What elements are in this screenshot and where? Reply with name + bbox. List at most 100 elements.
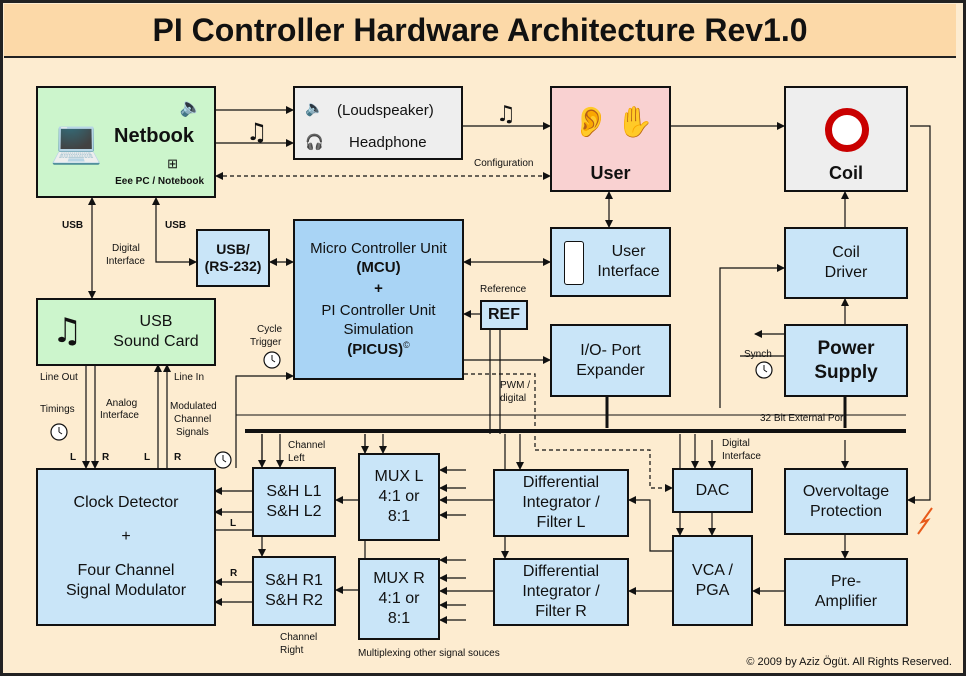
clock-detector-line3: Signal Modulator [65, 582, 187, 599]
r-label-1: R [102, 452, 110, 463]
diff-left-block: Differential Integrator / Filter L [493, 469, 629, 537]
coil-driver-line1: Coil [832, 244, 860, 261]
diff-right-line2: Integrator / [522, 583, 600, 600]
vca-line2: PGA [695, 581, 730, 599]
clock-detector-line1: Clock Detector [73, 494, 179, 511]
sh-right-block: S&H R1 S&H R2 [252, 556, 336, 626]
sh-left-line1: S&H L1 [266, 483, 322, 500]
timings-label: Timings [40, 404, 75, 415]
coil-block: Coil [784, 86, 908, 192]
preamp-line2: Amplifier [814, 593, 878, 610]
digital-interface-bus-label-1: Digital [722, 438, 750, 449]
multiplexing-label: Multiplexing other signal souces [358, 648, 500, 659]
overvoltage-block: Overvoltage Protection [784, 468, 908, 535]
mcu-line1: Micro Controller Unit [310, 239, 447, 257]
cycle-trigger-label-2: Trigger [250, 337, 282, 348]
mcu-line5: (PICUS) [347, 340, 404, 358]
diff-right-block: Differential Integrator / Filter R [493, 558, 629, 626]
power-supply-block: Power Supply [784, 324, 908, 397]
headphone-label: Headphone [349, 134, 427, 151]
music-note-icon: ♫ [52, 311, 83, 351]
clock-detector-line2: Four Channel [77, 562, 175, 579]
mcu-copyright-sup: © [403, 339, 410, 350]
dac-block: DAC [672, 468, 753, 513]
dac-label: DAC [695, 481, 730, 499]
coil-label: Coil [829, 162, 863, 183]
sh-left-line2: S&H L2 [266, 503, 322, 520]
diff-right-line1: Differential [522, 563, 600, 580]
user-block: 👂 ✋ User [550, 86, 671, 192]
modulated-label-3: Signals [176, 427, 209, 438]
io-expander-line2: Expander [576, 361, 645, 379]
headphone-icon: 🎧 [305, 134, 324, 151]
loudspeaker-label: (Loudspeaker) [337, 102, 434, 119]
digital-interface-label-2: Interface [106, 256, 145, 267]
mux-right-line3: 8:1 [387, 610, 411, 627]
vca-line1: VCA / [692, 561, 733, 579]
coil-icon [825, 108, 869, 152]
overvoltage-line1: Overvoltage [802, 482, 890, 500]
mux-right-line1: MUX R [373, 570, 425, 587]
preamp-block: Pre- Amplifier [784, 558, 908, 626]
loudspeaker-icon: 🔈 [305, 100, 324, 117]
copyright-notice: © 2009 by Aziz Ögüt. All Rights Reserved… [746, 656, 952, 668]
ear-icon: 👂 [572, 106, 610, 139]
modulated-label-1: Modulated [170, 401, 217, 412]
pwm-label-2: digital [500, 393, 527, 404]
channel-right-label-2: Right [280, 645, 304, 656]
ext-port-label: 32 Bit External Port [760, 413, 847, 424]
sh-right-line2: S&H R2 [265, 592, 323, 609]
line-in-label: Line In [174, 372, 205, 383]
audio-output-block: 🔈 (Loudspeaker) 🎧 Headphone [293, 86, 463, 160]
mcu-line4: Simulation [343, 320, 414, 338]
digital-interface-label-1: Digital [112, 243, 140, 254]
analog-interface-label-2: Interface [100, 410, 139, 421]
io-expander-line1: I/O- Port [580, 341, 641, 359]
mcu-line2: (MCU) [356, 258, 401, 276]
mux-left-line3: 8:1 [387, 508, 411, 525]
io-expander-block: I/O- Port Expander [550, 324, 671, 397]
laptop-icon: 💻 [50, 118, 103, 165]
sound-card-line1: USB [139, 313, 173, 330]
l-label-3: L [230, 518, 237, 529]
digital-interface-bus-label-2: Interface [722, 451, 761, 462]
preamp-line1: Pre- [830, 573, 862, 590]
power-supply-line2: Supply [814, 361, 878, 383]
vca-block: VCA / PGA [672, 535, 753, 626]
sh-right-line1: S&H R1 [265, 572, 323, 589]
cycle-trigger-label-1: Cycle [257, 324, 283, 335]
mux-left-line2: 4:1 or [378, 488, 420, 505]
ref-label: REF [488, 306, 520, 323]
coil-driver-line2: Driver [824, 264, 868, 281]
user-interface-line1: User [611, 243, 646, 260]
control-panel-icon [564, 241, 584, 285]
netbook-title: Netbook [114, 125, 194, 147]
diagram-title: PI Controller Hardware Architecture Rev1… [4, 4, 956, 58]
l-label-1: L [70, 452, 77, 463]
mcu-line3: PI Controller Unit [321, 302, 436, 319]
diff-right-line3: Filter R [535, 603, 587, 620]
usb-label-right: USB [165, 220, 187, 231]
sh-left-block: S&H L1 S&H L2 [252, 467, 336, 537]
l-label-2: L [144, 452, 151, 463]
clock-detector-block: Clock Detector + Four Channel Signal Mod… [36, 468, 216, 626]
pwm-label-1: PWM / [500, 380, 530, 391]
ref-block: REF [480, 300, 528, 330]
analog-interface-label-1: Analog [106, 398, 138, 409]
channel-left-label-1: Channel [288, 440, 326, 451]
speaker-icon: 🔈 [179, 97, 202, 117]
user-interface-block: User Interface [550, 227, 671, 297]
channel-left-label-2: Left [288, 453, 305, 464]
netbook-subtitle: Eee PC / Notebook [115, 175, 204, 187]
power-supply-line1: Power [817, 337, 875, 359]
diff-left-line1: Differential [522, 474, 600, 491]
configuration-label: Configuration [474, 158, 534, 169]
diff-left-line3: Filter L [536, 514, 586, 531]
netbook-block: 💻 🔈 ⊞ Netbook Eee PC / Notebook [36, 86, 216, 198]
mcu-line5-wrap: (PICUS)© [347, 340, 409, 360]
sound-card-line2: Sound Card [113, 333, 199, 350]
windows-icon: ⊞ [167, 156, 178, 171]
mcu-plus: + [374, 280, 383, 298]
channel-right-label-1: Channel [280, 632, 318, 643]
reference-label: Reference [480, 284, 527, 295]
